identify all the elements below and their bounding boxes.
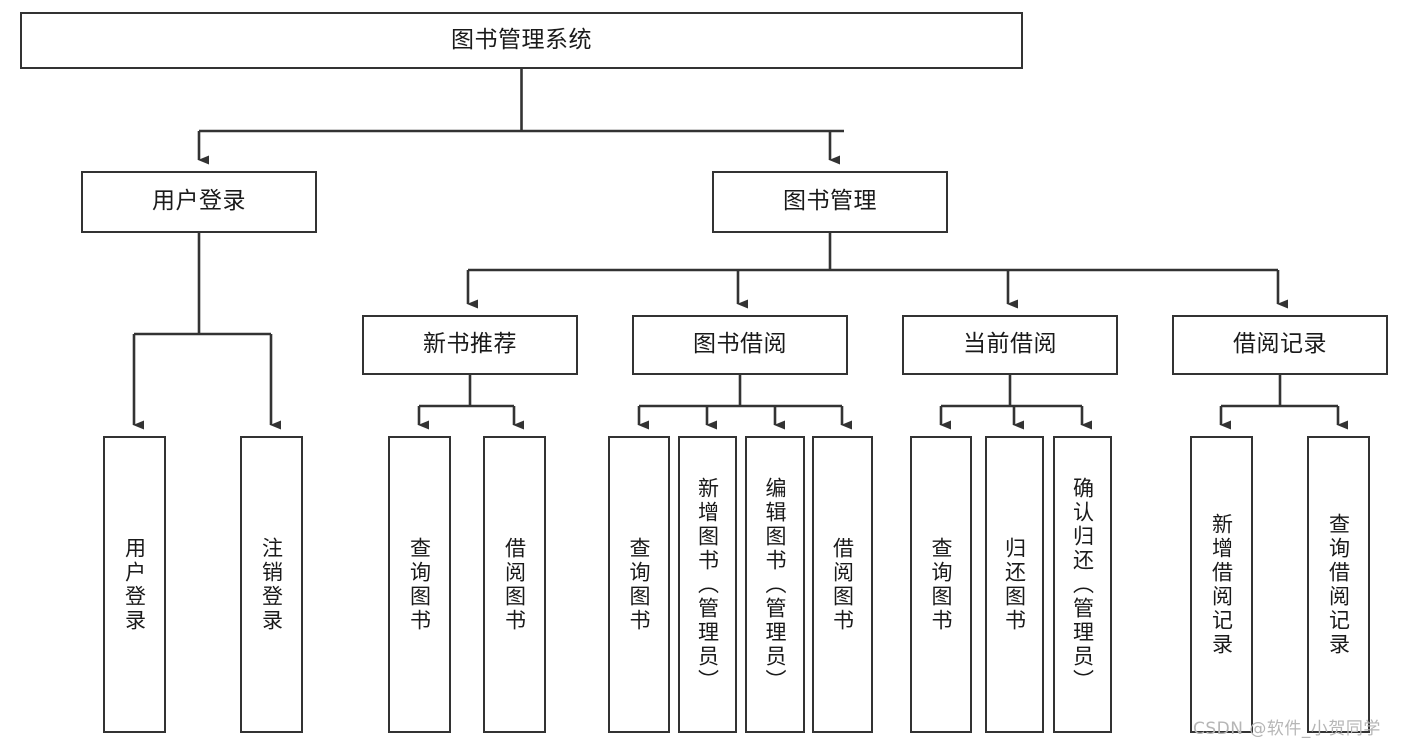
leaf-user-login[interactable]: 用户登录 [103, 436, 166, 733]
node-user-login-label: 用户登录 [152, 188, 246, 215]
node-new-book-rec[interactable]: 新书推荐 [362, 315, 578, 375]
node-book-borrow[interactable]: 图书借阅 [632, 315, 848, 375]
leaf-confirm-return[interactable]: 确认归还（管理员） [1053, 436, 1112, 733]
leaf-query-book-3[interactable]: 查询图书 [910, 436, 972, 733]
leaf-return-book[interactable]: 归还图书 [985, 436, 1044, 733]
leaf-return-book-label: 归还图书 [1002, 536, 1027, 633]
leaf-borrow-book-1[interactable]: 借阅图书 [483, 436, 546, 733]
leaf-query-book-1-label: 查询图书 [407, 536, 432, 633]
node-new-book-rec-label: 新书推荐 [423, 331, 517, 358]
node-book-manage-label: 图书管理 [783, 188, 877, 215]
node-borrow-record[interactable]: 借阅记录 [1172, 315, 1388, 375]
leaf-edit-book-label: 编辑图书（管理员） [763, 476, 788, 693]
leaf-logout-label: 注销登录 [259, 536, 284, 633]
leaf-query-book-2[interactable]: 查询图书 [608, 436, 670, 733]
leaf-borrow-book-2[interactable]: 借阅图书 [812, 436, 873, 733]
leaf-query-book-3-label: 查询图书 [929, 536, 954, 633]
leaf-add-book-label: 新增图书（管理员） [695, 476, 720, 693]
leaf-edit-book[interactable]: 编辑图书（管理员） [745, 436, 805, 733]
leaf-add-record[interactable]: 新增借阅记录 [1190, 436, 1253, 733]
node-book-manage[interactable]: 图书管理 [712, 171, 948, 233]
leaf-add-book[interactable]: 新增图书（管理员） [678, 436, 737, 733]
leaf-query-record[interactable]: 查询借阅记录 [1307, 436, 1370, 733]
leaf-logout[interactable]: 注销登录 [240, 436, 303, 733]
node-user-login[interactable]: 用户登录 [81, 171, 317, 233]
leaf-query-book-2-label: 查询图书 [627, 536, 652, 633]
node-book-borrow-label: 图书借阅 [693, 331, 787, 358]
leaf-add-record-label: 新增借阅记录 [1209, 512, 1234, 657]
node-current-borrow[interactable]: 当前借阅 [902, 315, 1118, 375]
node-borrow-record-label: 借阅记录 [1233, 331, 1327, 358]
node-current-borrow-label: 当前借阅 [963, 331, 1057, 358]
node-root-label: 图书管理系统 [451, 26, 592, 53]
leaf-confirm-return-label: 确认归还（管理员） [1070, 476, 1095, 693]
leaf-query-book-1[interactable]: 查询图书 [388, 436, 451, 733]
leaf-borrow-book-1-label: 借阅图书 [502, 536, 527, 633]
leaf-borrow-book-2-label: 借阅图书 [830, 536, 855, 633]
leaf-user-login-label: 用户登录 [122, 536, 147, 633]
leaf-query-record-label: 查询借阅记录 [1326, 512, 1351, 657]
node-root[interactable]: 图书管理系统 [20, 12, 1023, 69]
